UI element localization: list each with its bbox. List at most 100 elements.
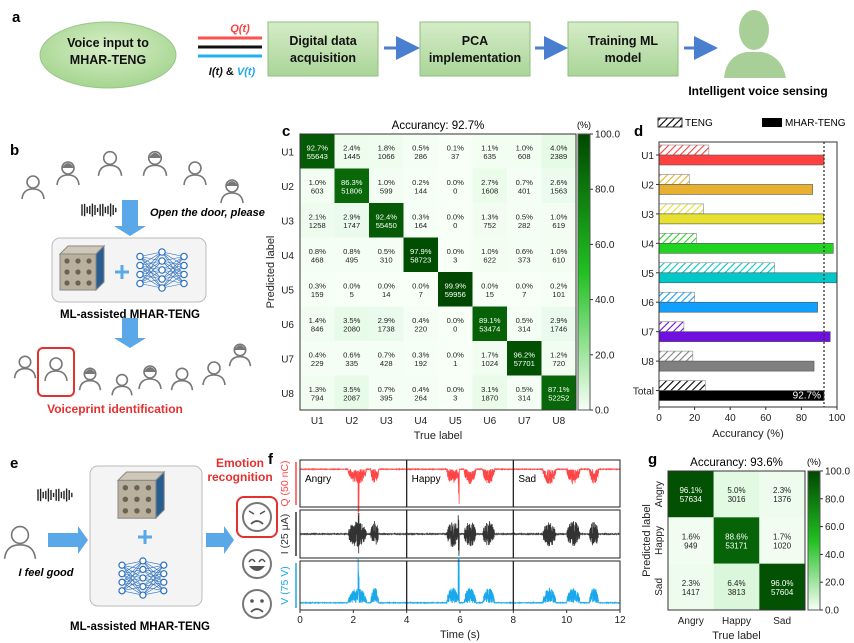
y-axis-label: V (75 V) [279,566,291,605]
cell-count: 53171 [725,542,748,551]
cell-percent: 89.1% [479,316,501,325]
cell-count: 635 [483,152,496,161]
cell-percent: 0.5% [516,316,534,325]
cell-percent: 0.1% [447,143,465,152]
bar-teng [658,291,695,303]
cell-count: 286 [414,152,427,161]
person-icon [21,175,45,200]
x-axis-label: True label [712,630,761,642]
cell-count: 1024 [481,359,498,368]
heatmap-cell [759,517,805,564]
cell-percent: 97.9% [410,247,432,256]
step-label: PCA [462,34,488,48]
x-tick-label: U4 [414,416,427,427]
heatmap-cell [541,375,576,410]
y-tick-label: U2 [641,180,654,191]
colorbar-tick-label: 60.0 [825,522,845,533]
cell-percent: 2.3% [682,579,700,588]
heatmap-cell [369,272,404,307]
y-tick-label: U6 [281,320,294,331]
sound-wave-icon [37,488,73,502]
cell-percent: 87.1% [548,385,570,394]
cell-count: 0 [453,186,457,195]
cell-percent: 2.6% [550,178,568,187]
heatmap-cell [507,203,542,238]
cell-count: 1608 [481,186,498,195]
cell-percent: 0.8% [343,247,361,256]
cell-count: 3813 [728,588,746,597]
y-tick-label: U8 [281,389,294,400]
y-axis-label: Q (50 nC) [279,460,291,506]
neural-network-icon [118,557,168,599]
x-tick-label: Angry [678,616,704,627]
cell-count: 37 [451,152,459,161]
y-tick-label: Total [633,387,654,398]
heatmap-cell [334,341,369,376]
heatmap-cell [759,471,805,518]
cell-count: 1747 [343,221,360,230]
bar-teng [658,350,694,362]
colorbar [577,133,591,411]
cell-count: 1746 [550,324,567,333]
cell-percent: 0.7% [378,385,396,394]
colorbar-tick-label: 100.0 [825,467,850,478]
angry-face-icon [242,502,272,532]
cell-count: 0 [453,324,457,333]
amp-label: & [223,66,237,78]
speech-text: I feel good [19,567,74,579]
cell-count: 58723 [410,255,431,264]
x-tick-label: U7 [518,416,531,427]
cell-percent: 0.0% [447,350,465,359]
y-tick-label: U7 [641,328,654,339]
chart-c-confusion-matrix: Accurancy: 92.7%92.7%556432.4%14451.8%10… [265,120,620,442]
cell-percent: 0.0% [447,385,465,394]
cell-percent: 1.8% [378,143,396,152]
heatmap-cell [334,203,369,238]
y-tick-label: U1 [281,147,294,158]
colorbar-tick-label: 100.0 [595,130,620,141]
y-tick-label: U5 [641,269,654,280]
heatmap-cell [472,237,507,272]
y-tick-label: U1 [641,151,654,162]
bar-mhar-teng [658,301,818,313]
y-axis-label: I (25 μA) [279,514,291,554]
x-tick-label: 40 [725,413,737,424]
x-tick-label: Sad [773,616,791,627]
cell-percent: 1.0% [309,178,327,187]
cell-count: 720 [552,359,565,368]
heatmap-cell [300,134,335,169]
cell-count: 57604 [771,588,794,597]
person-icon [78,367,102,391]
person-icon [138,365,162,390]
bar-mhar-teng [658,213,824,225]
x-tick-label: U6 [483,416,496,427]
cell-percent: 0.7% [378,350,396,359]
cell-percent: 0.0% [412,281,430,290]
cell-count: 57634 [680,495,703,504]
cell-count: 752 [483,221,496,230]
cell-count: 2087 [343,393,360,402]
heatmap-cell [369,375,404,410]
heatmap-cell [403,134,438,169]
cell-percent: 0.2% [412,178,430,187]
bar-teng [658,321,685,332]
cell-percent: 0.0% [447,247,465,256]
cell-count: 282 [518,221,531,230]
heatmap-cell [507,341,542,376]
heatmap-cell [713,471,760,518]
heatmap-cell [369,341,404,376]
cell-percent: 92.7% [306,143,328,152]
result-text-line2: recognition [207,470,272,484]
heatmap-cell [472,375,507,410]
y-tick-label: Happy [654,526,665,555]
colorbar-tick-label: 80.0 [595,185,615,196]
cell-percent: 4.0% [550,143,568,152]
cell-count: 428 [380,359,393,368]
panel-label-b: b [10,142,19,159]
panel-label-c: c [282,123,290,140]
step-label: Training ML [588,34,659,48]
person-icon [142,150,168,176]
heatmap-cell [759,563,805,610]
x-tick-label: 12 [614,615,626,626]
person-icon [111,373,133,396]
